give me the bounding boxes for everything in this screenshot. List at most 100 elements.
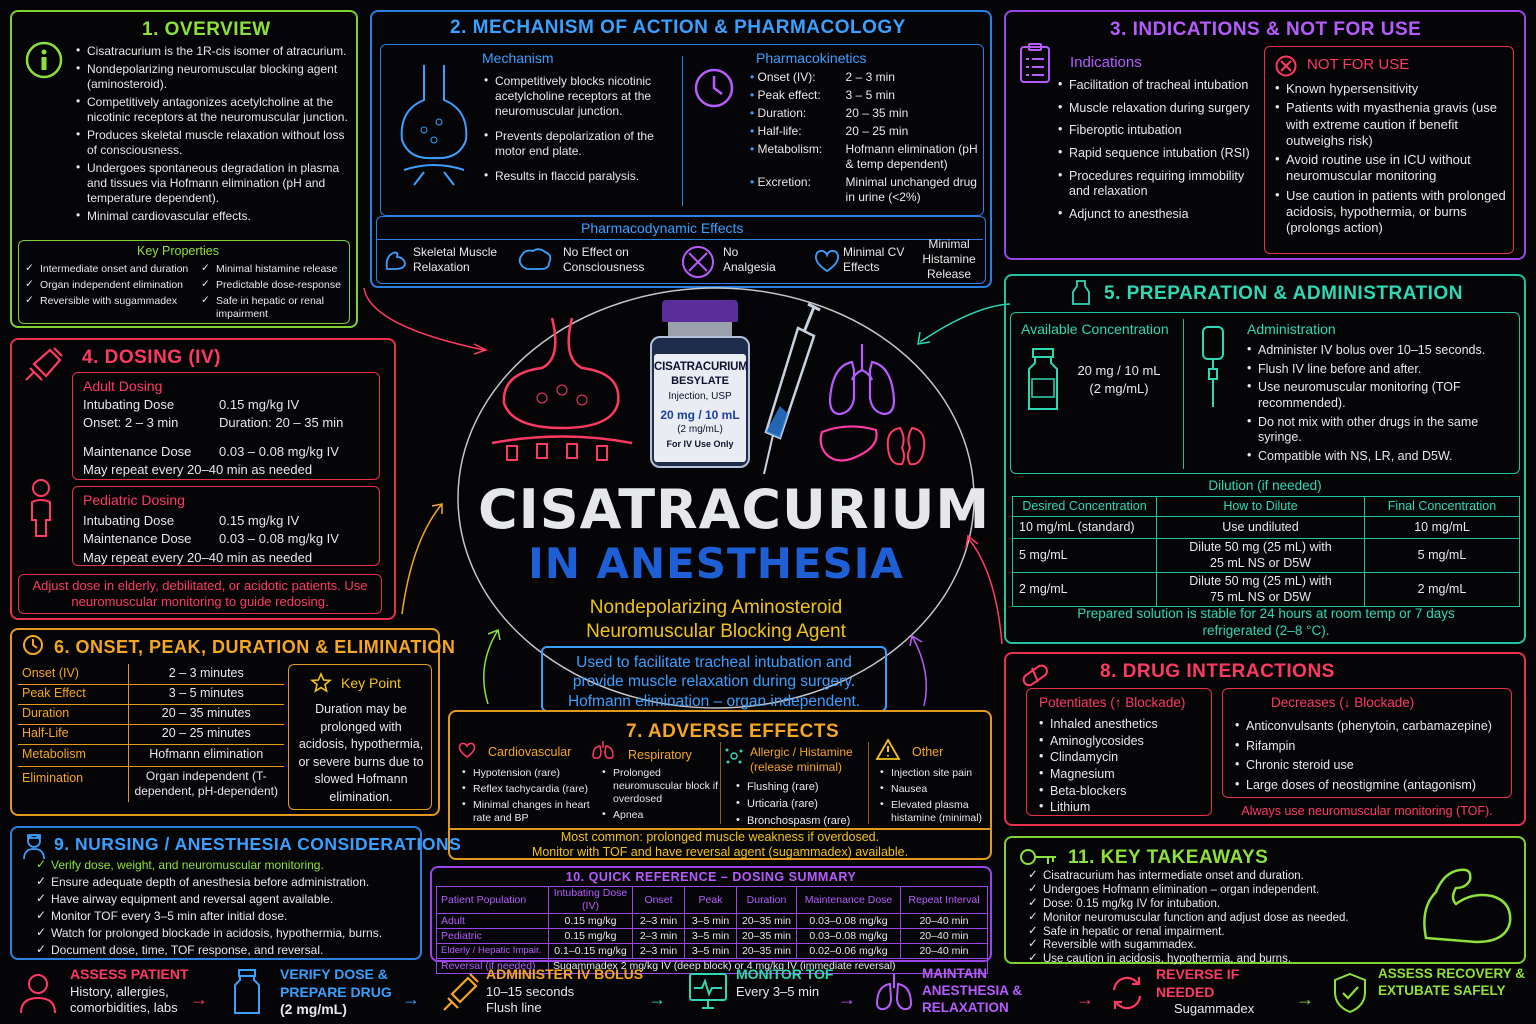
- decreases-box: Decreases (↓ Blockade) Anticonvulsants (…: [1222, 688, 1512, 798]
- list-item: Large doses of neostigmine (antagonism): [1235, 777, 1509, 794]
- table-header: Patient Population: [436, 886, 549, 914]
- star-icon: [309, 671, 333, 693]
- list-item: Use caution in patients with prolonged a…: [1275, 187, 1507, 237]
- key-icon: [1020, 849, 1056, 865]
- list-item: Competitively antagonizes acetylcholine …: [76, 94, 356, 125]
- pk-key: Onset (IV):: [757, 70, 816, 84]
- divider: [868, 742, 869, 824]
- list-item: Ensure adequate depth of anesthesia befo…: [36, 874, 420, 890]
- list-item: Clindamycin: [1039, 749, 1209, 766]
- allergy-icon: [725, 748, 743, 764]
- table-header: Maintenance Dose: [796, 886, 901, 914]
- key-point-box: Key Point Duration may be prolonged with…: [288, 664, 432, 810]
- arrow-icon: [917, 303, 1011, 345]
- table-cell: 0.1–0.15 mg/kg: [548, 943, 633, 959]
- list-item: Monitor neuromuscular function and adjus…: [1028, 911, 1428, 925]
- pk-key: Duration:: [757, 106, 807, 120]
- monitor-icon: [689, 973, 727, 1009]
- table-cell-key: Metabolism: [18, 744, 129, 766]
- vial-iv: For IV Use Only: [666, 439, 734, 450]
- table-cell: Elderly / Hepatic Impair.: [436, 943, 549, 959]
- neuron-junction-icon: [400, 65, 468, 186]
- overview-list: Cisatracurium is the 1R-cis isomer of at…: [76, 43, 356, 227]
- kidney-icon: [886, 426, 926, 466]
- list-item: Inhaled anesthetics: [1039, 716, 1209, 733]
- table-cell: 3–5 min: [684, 928, 737, 944]
- list-item: Produces skeletal muscle relaxation with…: [76, 127, 356, 158]
- dose-key: Maintenance Dose: [83, 531, 192, 547]
- pk-list: • Onset (IV):2 – 3 min • Peak effect:3 –…: [750, 70, 982, 205]
- list-item: Elevated plasma histamine (minimal): [880, 798, 992, 825]
- list-item: Adjunct to anesthesia: [1058, 206, 1258, 223]
- mechanism-panel: 2. MECHANISM OF ACTION & PHARMACOLOGY Me…: [370, 10, 992, 288]
- available-conc: 20 mg / 10 mL: [1077, 363, 1161, 378]
- pk-row: • Half-life:20 – 25 min: [750, 124, 909, 138]
- pk-value: 20 – 35 min: [845, 106, 909, 120]
- list-item: Administer IV bolus over 10–15 seconds.: [1247, 342, 1517, 359]
- table-header: Desired Concentration: [1012, 496, 1157, 517]
- flow-step-title: ASSESS RECOVERY & EXTUBATE SAFELY: [1378, 966, 1526, 998]
- drug-vial: CISATRACURIUM BESYLATE Injection, USP 20…: [650, 300, 750, 468]
- clipboard-icon: [1020, 43, 1050, 83]
- pd-box: Pharmacodynamic Effects Skeletal Muscle …: [376, 216, 986, 284]
- takeaways-panel: 11. KEY TAKEAWAYS Cisatracurium has inte…: [1004, 836, 1526, 965]
- stability-note: Prepared solution is stable for 24 hours…: [1077, 606, 1455, 638]
- list-item: Undergoes Hofmann elimination – organ in…: [1028, 883, 1428, 897]
- divider: [682, 56, 683, 206]
- table-cell: 5 mg/mL: [1012, 538, 1157, 573]
- list-item: Chronic steroid use: [1235, 757, 1509, 774]
- bottle-icon: [1072, 280, 1090, 305]
- reverse-icon: [1112, 976, 1142, 1010]
- pk-row: • Peak effect:3 – 5 min: [750, 88, 895, 102]
- list-item: Rapid sequence intubation (RSI): [1058, 145, 1258, 162]
- arrow-icon: →: [838, 989, 856, 1009]
- table-row: Onset (IV)2 – 3 minutes: [18, 664, 284, 684]
- lungs-icon: [592, 741, 614, 759]
- child-icon: [31, 479, 51, 537]
- adverse-title: 7. ADVERSE EFFECTS: [626, 721, 840, 742]
- list-item: Hypotension (rare): [462, 766, 594, 780]
- list-item: Reversible with sugammadex: [25, 294, 195, 308]
- table-cell: 5 mg/mL: [1417, 547, 1467, 562]
- divider: [377, 239, 983, 240]
- list-item: Flush IV line before and after.: [1247, 361, 1517, 378]
- table-cell-key: Elimination: [18, 766, 129, 802]
- table-cell: 20–35 min: [736, 943, 797, 959]
- table-cell: 0.03–0.08 mg/kg: [796, 928, 901, 944]
- list-item: Intermediate onset and duration: [25, 262, 195, 276]
- list-item: Magnesium: [1039, 766, 1209, 783]
- list-item: Minimal changes in heart rate and BP: [462, 798, 594, 825]
- list-item: Document dose, time, TOF response, and r…: [36, 942, 420, 958]
- vial-inj: Injection, USP: [668, 391, 732, 403]
- nursing-title: 9. NURSING / ANESTHESIA CONSIDERATIONS: [54, 834, 462, 854]
- adult-dosing-title: Adult Dosing: [83, 378, 163, 394]
- table-cell: Reversal (if needed): [436, 958, 549, 974]
- available-conc-2: (2 mg/mL): [1089, 381, 1149, 396]
- list-item: Monitor TOF every 3–5 min after initial …: [36, 908, 420, 924]
- pd-item: Minimal CV Effects: [843, 245, 905, 274]
- flow-step-title: VERIFY DOSE & PREPARE DRUG: [280, 966, 392, 1000]
- vial-name: CISATRACURIUM: [654, 361, 748, 373]
- lungs-icon: [875, 974, 913, 1011]
- pk-key: Metabolism:: [757, 142, 823, 156]
- pk-value: 3 – 5 min: [845, 88, 895, 102]
- list-item: Competitively blocks nicotinic acetylcho…: [484, 73, 664, 119]
- overview-panel: 1. OVERVIEW Cisatracurium is the 1R-cis …: [10, 10, 358, 328]
- interactions-title: 8. DRUG INTERACTIONS: [1100, 661, 1335, 682]
- list-item: Facilitation of tracheal intubation: [1058, 77, 1258, 94]
- table-cell: Sugammadex 2 mg/kg IV (deep block) or 4 …: [553, 959, 896, 972]
- flow-step: MONITOR TOF Every 3–5 min: [736, 966, 836, 1022]
- flow-step-title: ASSESS PATIENT: [70, 966, 189, 982]
- vial-icon: [234, 969, 260, 1014]
- preparation-box: Available Concentration 20 mg / 10 mL (2…: [1010, 312, 1520, 474]
- table-cell: Dilute 50 mg (25 mL) with 75 mL NS or D5…: [1156, 572, 1365, 607]
- interactions-note: Always use neuromuscular monitoring (TOF…: [1241, 804, 1493, 818]
- adverse-col-list: Flushing (rare) Urticaria (rare) Broncho…: [736, 780, 866, 831]
- iv-bag-icon: [1202, 326, 1224, 407]
- list-item: Dose: 0.15 mg/kg IV for intubation.: [1028, 897, 1428, 911]
